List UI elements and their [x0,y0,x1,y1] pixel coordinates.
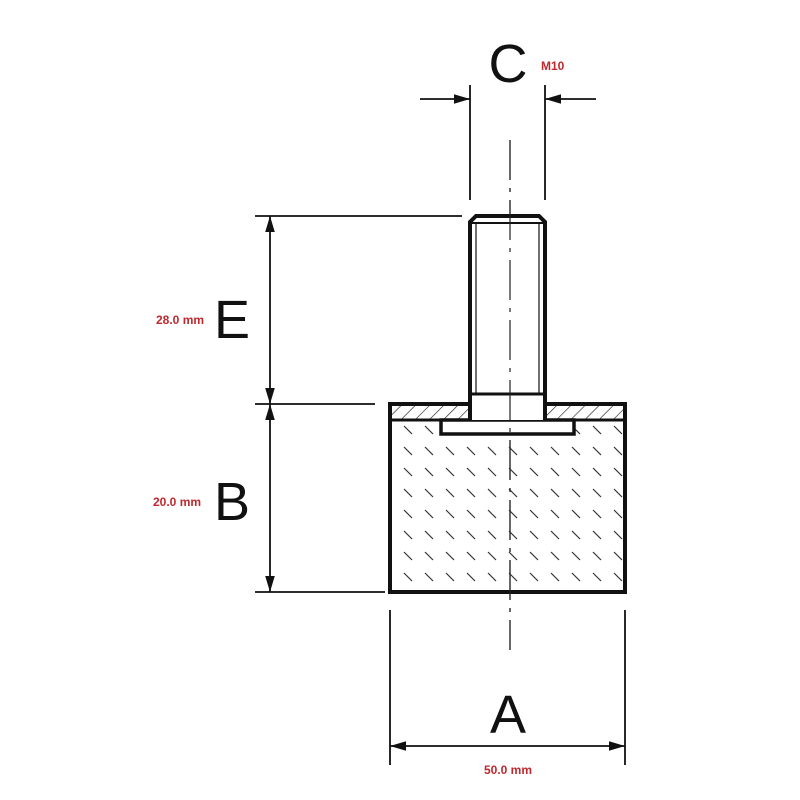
dimension-a [389,610,626,765]
label-b: B [214,472,250,532]
label-e: E [214,290,250,350]
label-c: C [489,34,528,94]
label-a: A [490,685,526,745]
dimension-e-b [255,215,462,593]
value-e: 28.0 mm [156,313,204,327]
value-c: M10 [541,59,565,73]
value-b: 20.0 mm [153,495,201,509]
washer [439,418,576,436]
threaded-stud [468,140,547,650]
rubber-body [388,402,627,594]
dimension-c [420,85,596,200]
value-a: 50.0 mm [484,763,532,777]
